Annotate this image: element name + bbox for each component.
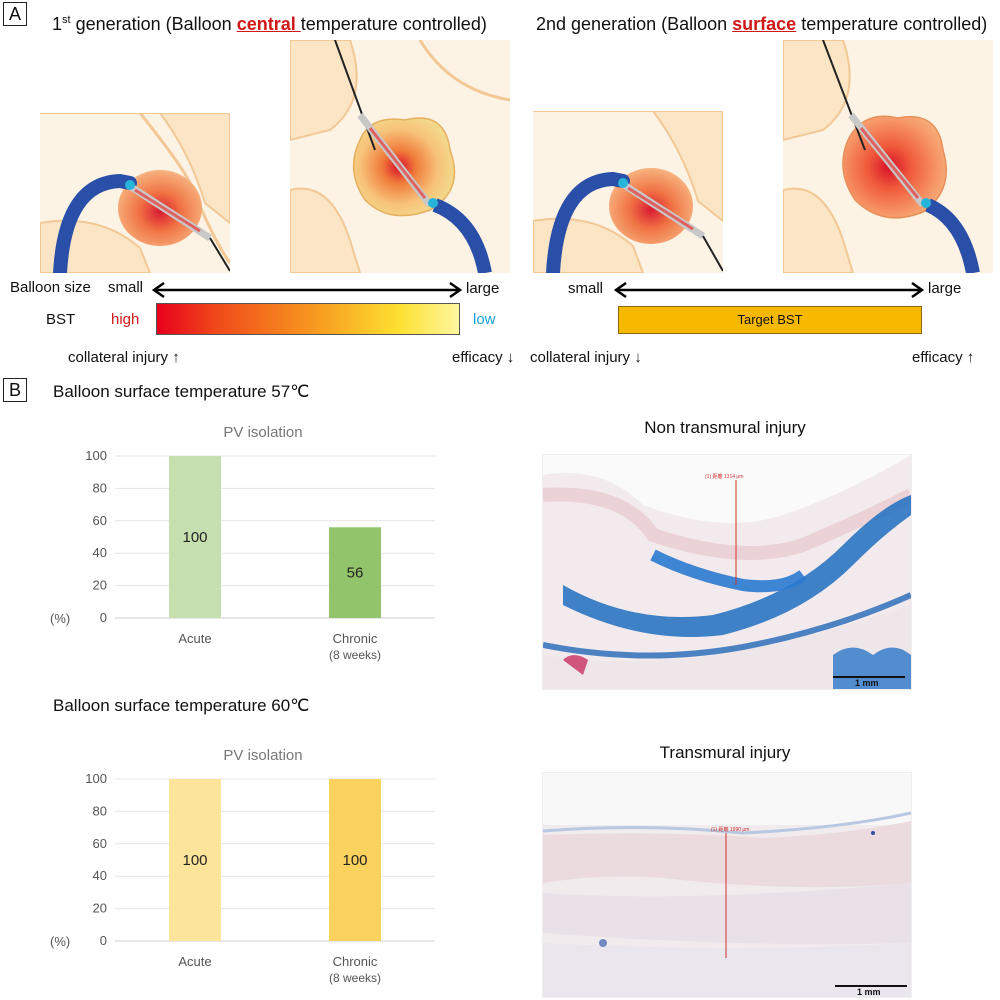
- gen2-large-label: large: [928, 280, 962, 297]
- gen2-title: 2nd generation (Balloon surface temperat…: [536, 14, 988, 34]
- y-tick-label: 0: [100, 610, 107, 625]
- x-category-label: Acute: [178, 954, 211, 969]
- transmural-title: Transmural injury: [659, 743, 791, 762]
- y-axis-unit-label: (%): [50, 611, 70, 626]
- y-tick-label: 80: [93, 803, 107, 818]
- transmural-micrograph: (1) 距離 1990 μm 1 mm: [542, 772, 912, 998]
- micro2-scale-bar-label: 1 mm: [857, 987, 881, 997]
- temp60-title: Balloon surface temperature 60℃: [53, 696, 310, 715]
- chart-title: PV isolation: [223, 424, 302, 441]
- y-tick-label: 20: [93, 901, 107, 916]
- gen2-efficacy-note: efficacy ↑: [912, 349, 975, 366]
- gen1-small-label: small: [108, 279, 144, 296]
- gen2-small-label: small: [568, 280, 604, 297]
- bst-low-label: low: [473, 311, 496, 328]
- bar-value-label: 100: [182, 852, 207, 869]
- panel-b-label: B: [3, 378, 27, 402]
- y-tick-label: 0: [100, 933, 107, 948]
- gen1-efficacy-note: efficacy ↓: [452, 349, 515, 366]
- small-balloon-illustration-gen1: [40, 113, 230, 273]
- bar-chronic: [329, 527, 381, 618]
- bst-gradient-bar: [156, 303, 460, 335]
- x-category-label: Acute: [178, 631, 211, 646]
- bar-chronic: [329, 779, 381, 941]
- bar-value-label: 56: [347, 565, 364, 582]
- micro1-scale-bar-label: 1 mm: [855, 678, 879, 688]
- y-tick-label: 100: [85, 771, 107, 786]
- bst-high-label: high: [111, 311, 140, 328]
- target-bst-bar: Target BST: [618, 306, 922, 334]
- bar-value-label: 100: [342, 852, 367, 869]
- bar-acute: [169, 456, 221, 618]
- y-tick-label: 100: [85, 448, 107, 463]
- micro2-measure-text: (1) 距離 1990 μm: [711, 826, 749, 833]
- x-category-sublabel: (8 weeks): [329, 648, 381, 662]
- gen1-size-arrow: [151, 281, 463, 299]
- y-axis-unit-label: (%): [50, 934, 70, 949]
- gen2-size-arrow: [613, 281, 925, 299]
- y-tick-label: 80: [93, 480, 107, 495]
- x-category-label: Chronic: [333, 954, 378, 969]
- x-category-sublabel: (8 weeks): [329, 971, 381, 985]
- y-tick-label: 20: [93, 578, 107, 593]
- bar-acute: [169, 779, 221, 941]
- y-tick-label: 60: [93, 836, 107, 851]
- large-balloon-illustration-gen1: [290, 40, 510, 273]
- non-transmural-title: Non transmural injury: [644, 418, 806, 437]
- gen1-collateral-injury-note: collateral injury ↑: [68, 349, 180, 366]
- non-transmural-micrograph: (1) 距離 1314 μm 1 mm: [542, 454, 912, 690]
- y-tick-label: 60: [93, 513, 107, 528]
- chart-title: PV isolation: [223, 747, 302, 764]
- gen1-large-label: large: [466, 280, 500, 297]
- small-balloon-illustration-gen2: [533, 111, 723, 273]
- micro1-measure-text: (1) 距離 1314 μm: [705, 473, 743, 480]
- panel-a-label: A: [3, 2, 27, 26]
- bar-value-label: 100: [182, 529, 207, 546]
- gen1-title: 1st generation (Balloon central temperat…: [52, 14, 487, 34]
- y-tick-label: 40: [93, 545, 107, 560]
- x-category-label: Chronic: [333, 631, 378, 646]
- gen2-collateral-injury-note: collateral injury ↓: [530, 349, 642, 366]
- bst-label: BST: [46, 311, 76, 328]
- y-tick-label: 40: [93, 868, 107, 883]
- balloon-size-label: Balloon size: [10, 279, 91, 296]
- temp57-title: Balloon surface temperature 57℃: [53, 382, 310, 401]
- large-balloon-illustration-gen2: [783, 40, 993, 273]
